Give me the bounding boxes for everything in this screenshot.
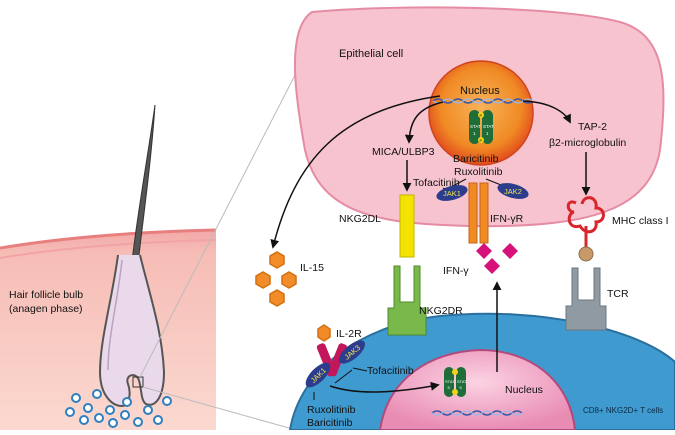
- svg-text:STAT: STAT: [457, 379, 467, 384]
- nucleus-bottom-label: Nucleus: [505, 384, 543, 396]
- svg-text:P: P: [480, 113, 483, 118]
- mhc-class-i: [566, 196, 605, 262]
- nucleus-top-label: Nucleus: [460, 85, 500, 97]
- zoom-box: [132, 376, 144, 388]
- zoom-line-top: [139, 41, 313, 378]
- zoom-line-bottom: [142, 386, 297, 431]
- nkg2dr-receptor: [387, 265, 427, 336]
- tcr-receptor: [565, 267, 607, 331]
- nkg2dl-ligand: [399, 194, 415, 258]
- hair-bulb-label-2: (anagen phase): [9, 303, 83, 315]
- arrow-jak-to-stat5: [329, 381, 440, 393]
- t-cell-nucleus: [378, 348, 577, 431]
- stat1-dimer: STAT STAT 1 1 P P: [469, 110, 494, 144]
- skin-panel: Hair follicle bulb (anagen phase): [0, 104, 217, 430]
- il2r-complex: JAK3 JAK1: [305, 324, 366, 388]
- il15-cluster: [255, 251, 297, 307]
- epithelial-cell-label: Epithelial cell: [339, 48, 403, 60]
- jak1-bottom: [305, 362, 331, 388]
- svg-text:1: 1: [486, 131, 489, 136]
- jak1-top: [436, 185, 468, 201]
- svg-text:JAK1: JAK1: [443, 189, 461, 198]
- tcell-cluster: [65, 389, 172, 428]
- ifngr-label: IFN-γR: [490, 213, 524, 225]
- tcr-label: TCR: [607, 288, 629, 300]
- tap2-label: TAP-2: [578, 121, 607, 133]
- arrow-to-mica: [404, 101, 444, 144]
- ruxolitinib-bottom-label: Ruxolitinib: [307, 404, 356, 416]
- arrow-to-il15: [270, 95, 441, 249]
- ruxolitinib-top-label: Ruxolitinib: [454, 166, 503, 178]
- arrow-to-tap2: [522, 100, 571, 124]
- dna-bottom: [431, 410, 523, 416]
- svg-text:STAT: STAT: [483, 124, 494, 129]
- jak3-bottom: [338, 340, 366, 364]
- stat5-dimer: STAT STAT 5 5: [444, 367, 467, 397]
- svg-text:P: P: [480, 138, 483, 143]
- ifn-gamma-molecules: [476, 243, 518, 274]
- mhc1-label: MHC class I: [612, 215, 669, 227]
- il2r-label: IL-2R: [336, 328, 362, 340]
- baricitinib-top-label: Baricitinib: [453, 153, 499, 165]
- b2m-label: β2-microglobulin: [549, 137, 626, 149]
- jak2-top: [497, 183, 529, 199]
- svg-text:JAK2: JAK2: [504, 187, 522, 196]
- hair-bulb-label-1: Hair follicle bulb: [9, 289, 83, 301]
- hair-follicle: [98, 254, 166, 408]
- mica-ulbp3-label: MICA/ULBP3: [372, 146, 435, 158]
- svg-text:5: 5: [448, 385, 451, 390]
- peptide-ball: [578, 246, 594, 262]
- il15-label: IL-15: [300, 262, 324, 274]
- svg-text:5: 5: [460, 385, 463, 390]
- tofacitinib-bottom-label: Tofacitinib: [367, 365, 414, 377]
- nkg2dr-label: NKG2DR: [419, 305, 463, 317]
- t-cell-label: CD8+ NKG2D+ T cells: [583, 406, 663, 415]
- svg-text:STAT: STAT: [445, 379, 455, 384]
- tofacitinib-top-label: Tofacitinib: [413, 177, 460, 189]
- svg-text:1: 1: [473, 131, 476, 136]
- baricitinib-bottom-label: Baricitinib: [307, 417, 353, 429]
- t-cell: CD8+ NKG2D+ T cells Nucleus STAT STAT 5 …: [288, 312, 675, 431]
- nkg2dl-label: NKG2DL: [339, 213, 381, 225]
- epithelial-cell: Epithelial cell Nucleus STAT STAT 1 1 P …: [293, 6, 669, 262]
- svg-text:STAT: STAT: [470, 124, 481, 129]
- ifng-label: IFN-γ: [443, 265, 469, 277]
